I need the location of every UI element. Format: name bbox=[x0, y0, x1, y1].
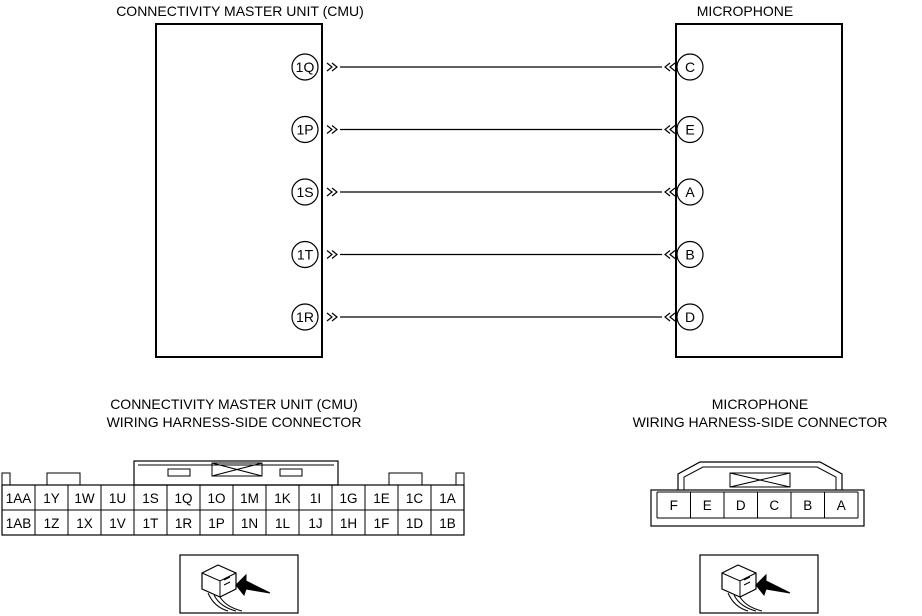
connector-chevron-icon bbox=[664, 125, 676, 134]
mic-cavity-label: D bbox=[736, 498, 746, 513]
cmu-cavity-label: 1I bbox=[310, 491, 321, 506]
cmu-cavity-label: 1Y bbox=[43, 491, 60, 506]
mic-pin-circle bbox=[676, 240, 704, 269]
cmu-harness-connector: 1AA 1Y 1W 1U 1S 1Q 1O 1M 1K 1I 1G 1E 1C 1A 1AB 1Z 1X 1V 1T… bbox=[1, 460, 465, 536]
connector-chevron-icon bbox=[326, 187, 338, 197]
cmu-pin-label: 1Q bbox=[296, 59, 315, 75]
wire-circuit: 1P E bbox=[291, 115, 704, 144]
cmu-cavity-label: 1K bbox=[274, 491, 291, 506]
cmu-cavity-label: 1AA bbox=[6, 491, 32, 506]
cmu-connector-title-line1: CONNECTIVITY MASTER UNIT (CMU) bbox=[110, 396, 358, 412]
mic-cavity-label: B bbox=[803, 498, 812, 513]
connector-chevron-icon bbox=[326, 250, 338, 259]
cmu-cavity-label: 1X bbox=[76, 516, 93, 531]
mic-cavity-label: E bbox=[703, 498, 712, 513]
wire-circuit: 1T B bbox=[291, 240, 704, 269]
cmu-pin-circle bbox=[291, 178, 319, 206]
cmu-connector-title-line2: WIRING HARNESS-SIDE CONNECTOR bbox=[107, 414, 362, 430]
cmu-title: CONNECTIVITY MASTER UNIT (CMU) bbox=[116, 3, 364, 19]
cmu-cavity-label: 1AB bbox=[6, 516, 32, 531]
mic-pin-circle bbox=[676, 303, 704, 331]
connector-chevron-icon bbox=[326, 62, 338, 72]
mic-cavity-label: A bbox=[837, 498, 846, 513]
wire-circuit: 1R D bbox=[291, 303, 704, 331]
cmu-cavity-label: 1B bbox=[439, 516, 456, 531]
mic-pin-circle bbox=[676, 178, 704, 206]
mic-pin-label: C bbox=[685, 59, 695, 75]
connector-view-arrow-icon bbox=[699, 554, 819, 614]
mic-pin-label: A bbox=[685, 184, 695, 200]
mic-connector-title-line1: MICROPHONE bbox=[712, 396, 808, 412]
connector-chevron-icon bbox=[664, 62, 676, 72]
microphone-unit-box bbox=[675, 23, 843, 358]
mic-cavity-label: F bbox=[670, 498, 678, 513]
cmu-cavity-label: 1P bbox=[208, 516, 225, 531]
cmu-cavity-label: 1C bbox=[406, 491, 424, 506]
cmu-pin-circle bbox=[291, 303, 319, 331]
cmu-cavity-label: 1M bbox=[240, 491, 259, 506]
cmu-cavity-label: 1Z bbox=[44, 516, 60, 531]
cmu-cavity-label: 1O bbox=[207, 491, 225, 506]
cmu-cavity-label: 1G bbox=[339, 491, 357, 506]
cmu-pin-label: 1R bbox=[296, 309, 314, 325]
cmu-cavity-label: 1H bbox=[340, 516, 357, 531]
cmu-cavity-label: 1V bbox=[109, 516, 126, 531]
cmu-cavity-label: 1U bbox=[109, 491, 126, 506]
cmu-cavity-label: 1L bbox=[275, 516, 291, 531]
mic-pin-label: E bbox=[685, 122, 694, 138]
cmu-cavity-label: 1N bbox=[241, 516, 258, 531]
mic-cavity-label: C bbox=[769, 498, 779, 513]
cmu-cavity-label: 1J bbox=[308, 516, 322, 531]
microphone-title: MICROPHONE bbox=[697, 3, 793, 19]
cmu-cavity-label: 1S bbox=[142, 491, 159, 506]
cmu-cavity-label: 1T bbox=[143, 516, 159, 531]
connector-chevron-icon bbox=[664, 312, 676, 322]
connector-chevron-icon bbox=[326, 125, 338, 134]
cmu-pin-circle bbox=[291, 240, 319, 269]
cmu-cavity-label: 1R bbox=[175, 516, 193, 531]
cmu-cavity-label: 1F bbox=[374, 516, 390, 531]
cmu-cavity-label: 1Q bbox=[174, 491, 192, 506]
cmu-pin-circle bbox=[291, 53, 319, 81]
mic-pin-circle bbox=[676, 115, 704, 144]
cmu-cavity-label: 1D bbox=[406, 516, 424, 531]
mic-pin-circle bbox=[676, 53, 704, 81]
cmu-pin-label: 1P bbox=[296, 122, 313, 138]
cmu-cavity-label: 1E bbox=[373, 491, 390, 506]
cmu-pin-circle bbox=[291, 115, 319, 144]
cmu-unit-box bbox=[155, 23, 323, 358]
connector-chevron-icon bbox=[326, 312, 338, 322]
cmu-pin-label: 1S bbox=[296, 184, 313, 200]
wire-circuit: 1S A bbox=[291, 178, 704, 206]
cmu-pin-label: 1T bbox=[297, 247, 314, 263]
mic-pin-label: B bbox=[685, 247, 694, 263]
connector-view-arrow-icon bbox=[179, 554, 299, 614]
mic-pin-label: D bbox=[685, 309, 695, 325]
wire-circuit: 1Q C bbox=[291, 53, 704, 81]
connector-chevron-icon bbox=[664, 250, 676, 259]
cmu-cavity-label: 1W bbox=[74, 491, 95, 506]
mic-connector-title-line2: WIRING HARNESS-SIDE CONNECTOR bbox=[633, 414, 888, 430]
connector-chevron-icon bbox=[664, 187, 676, 197]
cmu-cavity-label: 1A bbox=[439, 491, 456, 506]
